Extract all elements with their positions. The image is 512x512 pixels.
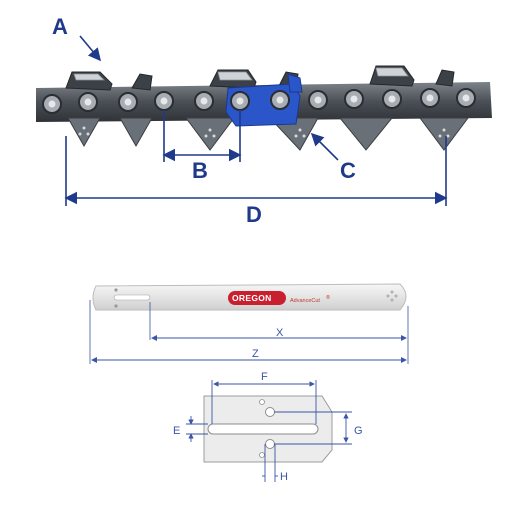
oil-hole-lower (265, 439, 275, 449)
bar-mount-slot (113, 294, 151, 301)
label-e: E (173, 425, 180, 437)
label-h: H (280, 471, 288, 483)
oil-hole-upper (265, 407, 275, 417)
product-name: AdvanceCut (290, 298, 320, 304)
sprocket-nose (386, 290, 398, 302)
bar-dimensions (89, 300, 409, 364)
mount-detail (203, 395, 333, 463)
label-a-pointer (79, 35, 102, 62)
label-z: Z (252, 348, 259, 360)
saw-chain (36, 65, 492, 151)
mount-dimensions (186, 380, 352, 482)
label-b: B (192, 158, 208, 183)
label-g: G (354, 425, 363, 437)
label-x: X (276, 327, 284, 339)
chain-dimensions (64, 35, 448, 206)
label-f: F (261, 371, 268, 383)
trademark-sign: ® (326, 294, 330, 301)
label-c-pointer (310, 132, 339, 161)
label-a: A (52, 14, 68, 39)
mount-slot (207, 423, 319, 435)
label-c: C (340, 158, 356, 183)
guide-bar: OREGON AdvanceCut ® (92, 283, 407, 311)
label-d: D (246, 202, 262, 227)
brand-name: OREGON (232, 293, 272, 303)
oregon-logo: OREGON AdvanceCut ® (228, 291, 330, 305)
